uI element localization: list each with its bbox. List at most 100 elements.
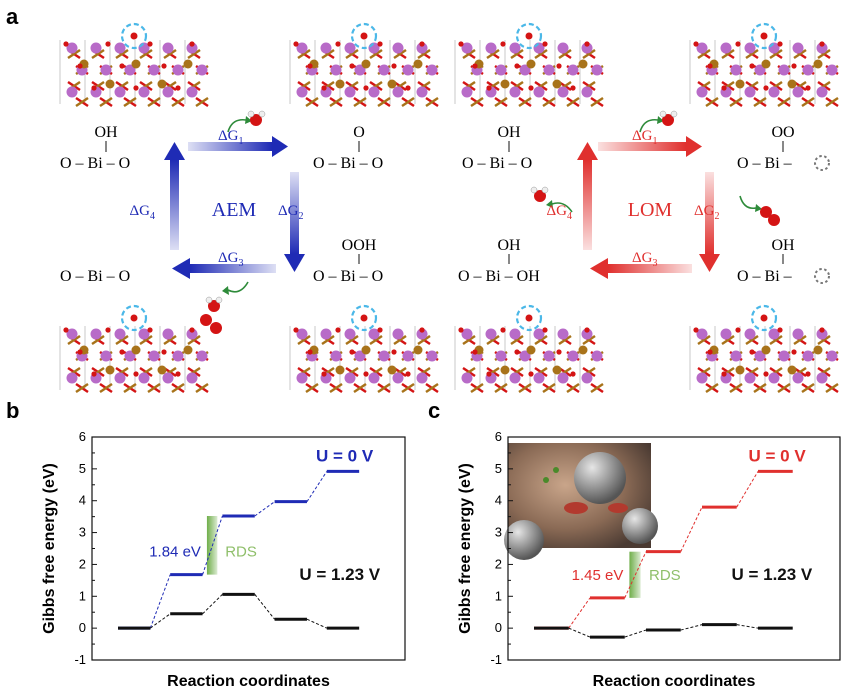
- aem-state-3-main: O – Bi – O: [313, 268, 383, 285]
- aem-label: AEM: [212, 199, 257, 221]
- panel-a-letter: a: [6, 4, 19, 29]
- panel-b-letter: b: [6, 398, 19, 423]
- crystal-slab: [454, 22, 604, 108]
- lom-state-1-top: OH: [497, 124, 521, 141]
- vacancy-icon: [814, 155, 830, 171]
- y-tick-label: 4: [495, 493, 502, 508]
- aem-dg4: ΔG4: [130, 203, 155, 222]
- lom-dg2: ΔG2: [694, 203, 719, 222]
- connector: [736, 471, 759, 508]
- series-label-u123: U = 1.23 V: [299, 565, 380, 584]
- lom-label: LOM: [628, 199, 673, 221]
- lom-cycle-arrows: [577, 136, 720, 279]
- y-tick-label: 0: [79, 620, 86, 635]
- crystal-slab: [454, 304, 604, 394]
- y-tick-label: -1: [490, 652, 502, 667]
- lom-state-3: OH O – Bi –: [737, 237, 830, 285]
- connector: [736, 624, 759, 629]
- y-tick-label: -1: [74, 652, 86, 667]
- rds-label: RDS: [649, 567, 681, 584]
- aem-cycle-arrows: [164, 136, 305, 279]
- y-tick-label: 2: [79, 556, 86, 571]
- lom-dg4: ΔG4: [547, 203, 572, 222]
- connector: [149, 574, 171, 629]
- lom-state-2: OO O – Bi –: [737, 124, 830, 172]
- aem-state-2-main: O – Bi – O: [313, 155, 383, 172]
- series-label-u0: U = 0 V: [316, 446, 374, 465]
- lom-state-3-main: O – Bi –: [737, 268, 793, 285]
- x-axis-title: Reaction coordinates: [593, 673, 756, 687]
- crystal-slab: [289, 22, 439, 108]
- aem-dg1: ΔG1: [218, 128, 243, 147]
- y-tick-label: 1: [495, 588, 502, 603]
- y-tick-label: 0: [495, 620, 502, 635]
- lom-step-labels: ΔG1 ΔG2 ΔG3 ΔG4 LOM: [547, 128, 720, 269]
- y-tick-label: 5: [79, 461, 86, 476]
- y-axis-title: Gibbs free energy (eV): [41, 463, 58, 634]
- aem-state-4: O – Bi – O: [60, 268, 130, 285]
- connector: [306, 618, 328, 629]
- aem-dg3: ΔG3: [218, 250, 243, 269]
- connector: [202, 594, 223, 615]
- series-label-u0: U = 0 V: [749, 446, 807, 465]
- aem-state-1-main: O – Bi – O: [60, 155, 130, 172]
- molecule-icons: [200, 110, 780, 334]
- crystal-structures: [59, 22, 839, 394]
- aem-state-3-top: OOH: [342, 237, 377, 254]
- lom-state-1: OH O – Bi – O: [462, 124, 532, 172]
- aem-state-3: OOH O – Bi – O: [313, 237, 383, 285]
- vacancy-icon: [814, 268, 830, 284]
- y-tick-label: 5: [495, 461, 502, 476]
- lom-dg3: ΔG3: [632, 250, 657, 269]
- connector: [680, 624, 703, 631]
- aem-state-2-top: O: [353, 124, 365, 141]
- aem-state-2: O O – Bi – O: [313, 124, 383, 172]
- lom-state-4-top: OH: [497, 237, 521, 254]
- y-tick-label: 2: [495, 556, 502, 571]
- y-tick-label: 6: [79, 429, 86, 444]
- series-label-u123: U = 1.23 V: [731, 565, 812, 584]
- y-tick-label: 4: [79, 493, 86, 508]
- crystal-slab: [689, 304, 839, 394]
- lom-state-2-top: OO: [771, 124, 794, 141]
- crystal-slab: [59, 304, 209, 394]
- lom-state-4: OH O – Bi – OH: [458, 237, 540, 285]
- connector: [306, 471, 328, 502]
- aem-state-1-top: OH: [94, 124, 118, 141]
- crystal-slab: [59, 22, 209, 108]
- connector: [202, 515, 223, 575]
- barrier-label: 1.84 eV: [149, 544, 201, 561]
- connector: [568, 597, 591, 629]
- connector: [254, 594, 275, 620]
- lom-state-3-top: OH: [771, 237, 795, 254]
- connector: [624, 629, 647, 638]
- panel-c-letter: c: [428, 398, 440, 423]
- y-tick-label: 3: [79, 525, 86, 540]
- crystal-slab: [289, 304, 439, 394]
- aem-state-1: OH O – Bi – O: [60, 124, 130, 172]
- aem-state-4-main: O – Bi – O: [60, 268, 130, 285]
- connector: [624, 551, 647, 599]
- lom-state-4-main: O – Bi – OH: [458, 268, 540, 285]
- crystal-slab: [689, 22, 839, 108]
- lom-state-2-main: O – Bi –: [737, 155, 793, 172]
- barrier-label: 1.45 eV: [572, 567, 624, 584]
- y-tick-label: 1: [79, 588, 86, 603]
- x-axis-title: Reaction coordinates: [167, 673, 330, 687]
- connector: [150, 613, 171, 629]
- y-axis-title: Gibbs free energy (eV): [457, 463, 474, 634]
- connector: [680, 506, 703, 552]
- lom-dg1: ΔG1: [632, 128, 657, 147]
- lom-state-1-main: O – Bi – O: [462, 155, 532, 172]
- aem-step-labels: ΔG1 ΔG2 ΔG3 ΔG4 AEM: [130, 128, 304, 269]
- connector: [568, 627, 591, 638]
- aem-dg2: ΔG2: [278, 203, 303, 222]
- y-tick-label: 3: [495, 525, 502, 540]
- inset-illustration: [504, 443, 658, 560]
- y-tick-label: 6: [495, 429, 502, 444]
- connector: [254, 501, 275, 517]
- rds-label: RDS: [225, 544, 257, 561]
